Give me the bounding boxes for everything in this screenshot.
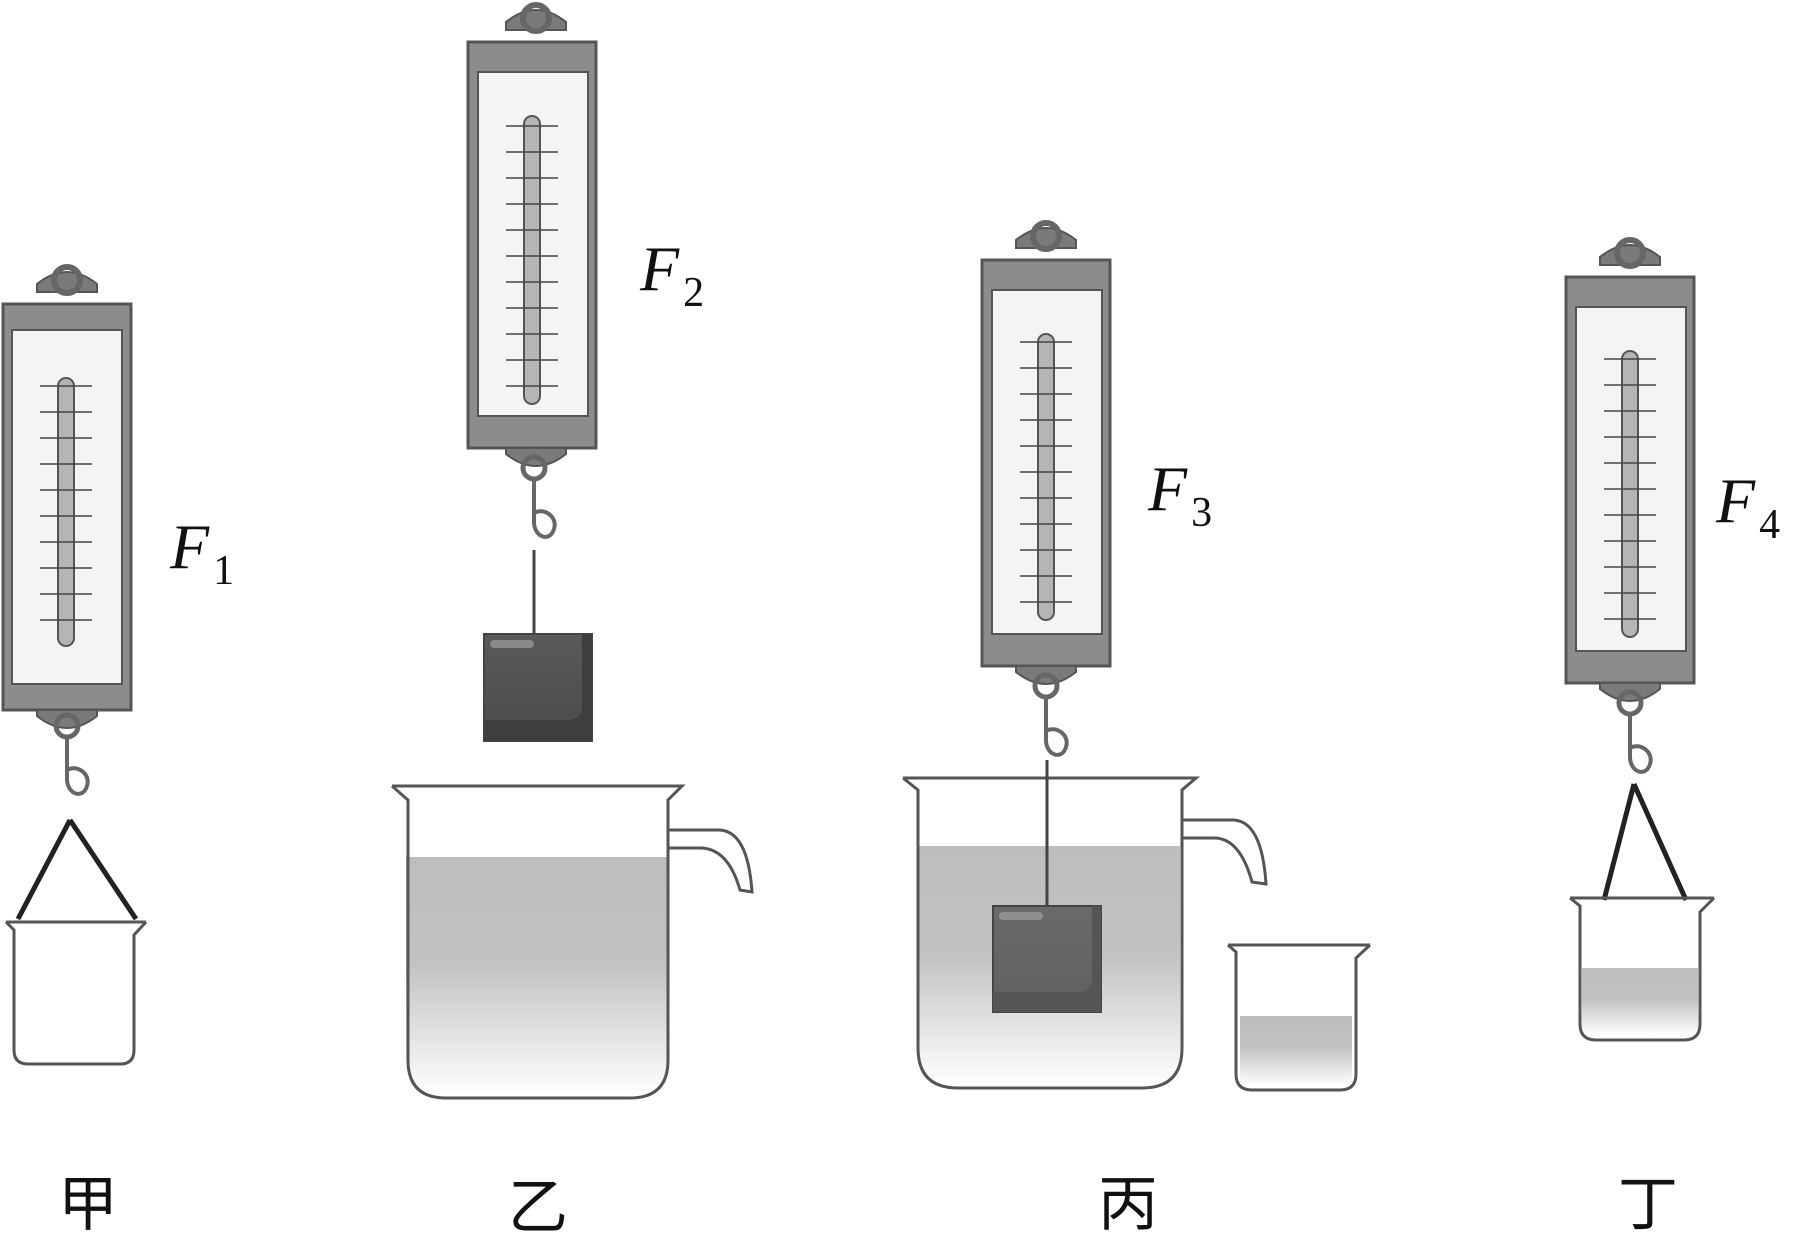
panel-label-ding: 丁: [1618, 1170, 1678, 1240]
panel-jia: F1 甲: [1, 264, 234, 1240]
overflow-cup: [391, 784, 754, 1100]
metal-block: [483, 633, 593, 742]
catch-beaker: [1227, 943, 1372, 1092]
spring-scale-3: [980, 220, 1112, 757]
panel-label-bing: 丙: [1098, 1170, 1158, 1240]
force-label-f2: F2: [639, 233, 704, 316]
panel-bing: F3 丙: [902, 220, 1372, 1240]
spring-scale-1: [1, 264, 133, 796]
string-right-ding: [1631, 782, 1689, 902]
panel-label-yi: 乙: [508, 1173, 568, 1240]
metal-block-immersed: [992, 905, 1102, 1013]
spring-scale-2: [466, 2, 598, 539]
force-label-f3: F3: [1147, 453, 1212, 536]
force-label-f4: F4: [1715, 465, 1780, 548]
string-left: [15, 818, 73, 921]
small-beaker-filled: [1569, 896, 1716, 1042]
string-left-ding: [1601, 783, 1637, 901]
string-right: [67, 818, 139, 921]
panel-ding: F4 丁: [1564, 237, 1780, 1240]
spring-scale-4: [1564, 237, 1696, 774]
force-label-f1: F1: [169, 511, 234, 594]
small-beaker-empty: [4, 920, 148, 1066]
panel-label-jia: 甲: [58, 1170, 118, 1240]
panel-yi: F2 乙: [391, 2, 754, 1240]
